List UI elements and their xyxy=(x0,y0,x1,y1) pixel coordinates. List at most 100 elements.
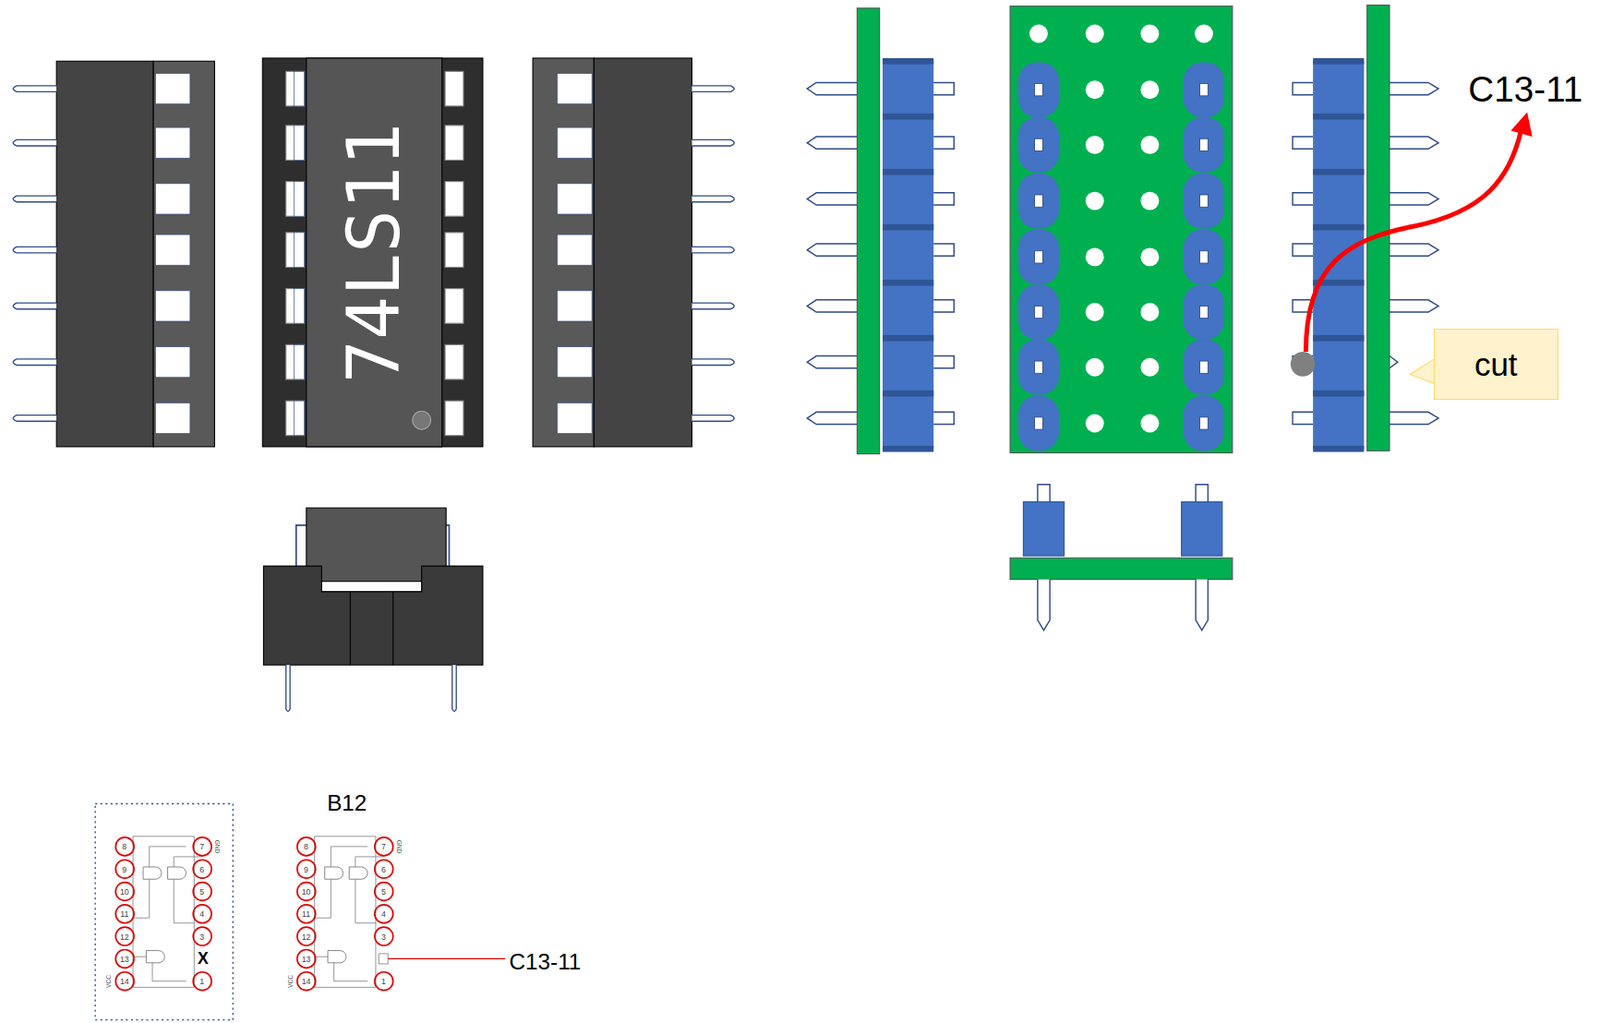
header-divider xyxy=(1312,335,1364,342)
pin-marker xyxy=(374,882,394,902)
header-divider xyxy=(882,113,934,121)
wire-arrowhead xyxy=(1510,112,1532,138)
header-pin xyxy=(933,356,954,369)
pin-marker xyxy=(115,859,134,879)
socket-pin xyxy=(691,415,734,422)
socket-contact xyxy=(557,73,593,105)
header-pin xyxy=(1292,411,1313,424)
socket-contact xyxy=(155,290,191,322)
pad-hole xyxy=(1200,84,1209,97)
pin-pad xyxy=(378,953,388,964)
board-hole xyxy=(1140,414,1159,434)
chip-outline-schematic xyxy=(132,836,194,987)
socket-contact xyxy=(155,183,191,215)
pin-number: 5 xyxy=(199,888,205,897)
pad-hole xyxy=(1034,305,1044,318)
ground-label: GND xyxy=(214,840,221,855)
chip-label-area: 74LS11 xyxy=(306,58,443,447)
solder-pad xyxy=(1183,229,1225,286)
gate-wiring xyxy=(314,846,385,982)
socket-pin xyxy=(12,195,57,203)
board-hole xyxy=(1194,24,1214,44)
header-divider xyxy=(1312,168,1364,176)
chip-lead xyxy=(286,400,305,436)
board-hole xyxy=(1085,24,1105,44)
chip-lead xyxy=(286,125,305,161)
part-reference: B12 xyxy=(326,792,367,815)
header-divider xyxy=(1312,224,1364,231)
socket-contact xyxy=(155,234,191,265)
pin-number: 1 xyxy=(199,977,205,987)
solder-pad xyxy=(1183,284,1225,340)
pin-number: 11 xyxy=(120,910,129,919)
pin-top xyxy=(1037,484,1208,503)
header-pin xyxy=(933,136,954,149)
pin-marker xyxy=(297,859,316,879)
pin-number: 13 xyxy=(301,954,312,963)
socket-pin xyxy=(691,246,734,253)
chip-lead xyxy=(445,288,464,325)
header-pin xyxy=(806,82,857,95)
solder-pad xyxy=(1018,339,1059,396)
pin-number: 8 xyxy=(121,842,127,852)
chip-lead xyxy=(445,181,464,217)
solder-pad xyxy=(1018,284,1059,340)
board-hole xyxy=(1085,302,1105,322)
header-divider xyxy=(882,224,934,231)
pin-marker xyxy=(192,882,212,902)
pin-number: 4 xyxy=(381,910,386,919)
pin1-dot xyxy=(412,410,432,430)
chip-lead-edge xyxy=(294,181,305,217)
pin-marker xyxy=(115,837,134,856)
chip-outline xyxy=(262,58,483,447)
solder-pad xyxy=(1018,61,1059,118)
pin-number: 12 xyxy=(120,932,130,941)
header-pin xyxy=(1292,243,1313,256)
pin-number: 7 xyxy=(199,842,205,852)
board-hole xyxy=(1085,135,1105,155)
pin-number: 12 xyxy=(301,932,312,941)
pin-marker xyxy=(374,859,394,879)
header-divider xyxy=(1312,58,1364,65)
board-hole xyxy=(1140,302,1159,322)
pad-hole xyxy=(1200,305,1209,318)
socket-strip xyxy=(532,58,594,447)
pin-marker xyxy=(374,972,394,991)
socket-strip xyxy=(153,60,215,447)
pad-hole xyxy=(1200,417,1209,430)
header-pin xyxy=(933,82,954,95)
pin-number: 6 xyxy=(199,865,205,874)
chip-lead-edge xyxy=(294,125,305,161)
callout-pointer xyxy=(1409,359,1435,385)
chip-lead-edge xyxy=(294,400,305,436)
header-pin xyxy=(806,356,857,369)
chip-lead xyxy=(286,344,305,380)
pin-marker xyxy=(115,949,134,968)
socket-leg xyxy=(286,664,457,711)
pin-number: 1 xyxy=(381,977,386,987)
supply-label: VCC xyxy=(288,974,295,988)
header-block xyxy=(1022,502,1064,557)
pin-number: 6 xyxy=(381,865,386,874)
header-pin xyxy=(1389,243,1439,256)
header-pin xyxy=(1389,136,1439,149)
socket-pin xyxy=(12,246,57,253)
chip-lead-edge xyxy=(294,344,305,380)
supply-label: VCC xyxy=(106,974,113,988)
pin-marker xyxy=(192,904,212,924)
ground-label: GND xyxy=(396,840,403,855)
socket-contact xyxy=(557,234,593,265)
pin-number: 3 xyxy=(199,932,205,941)
header-pin xyxy=(806,243,857,256)
board-hole xyxy=(1085,414,1105,434)
gate-wiring xyxy=(132,846,203,982)
header-pin xyxy=(1292,192,1313,205)
chip-lead xyxy=(445,125,464,161)
header-pin xyxy=(1292,82,1313,95)
socket-pin xyxy=(12,85,57,93)
chip-lead xyxy=(286,181,305,217)
adapter-board-side xyxy=(1010,557,1233,579)
chip-lead xyxy=(445,344,464,380)
pad-hole xyxy=(1200,194,1209,207)
board-hole xyxy=(1140,135,1159,155)
